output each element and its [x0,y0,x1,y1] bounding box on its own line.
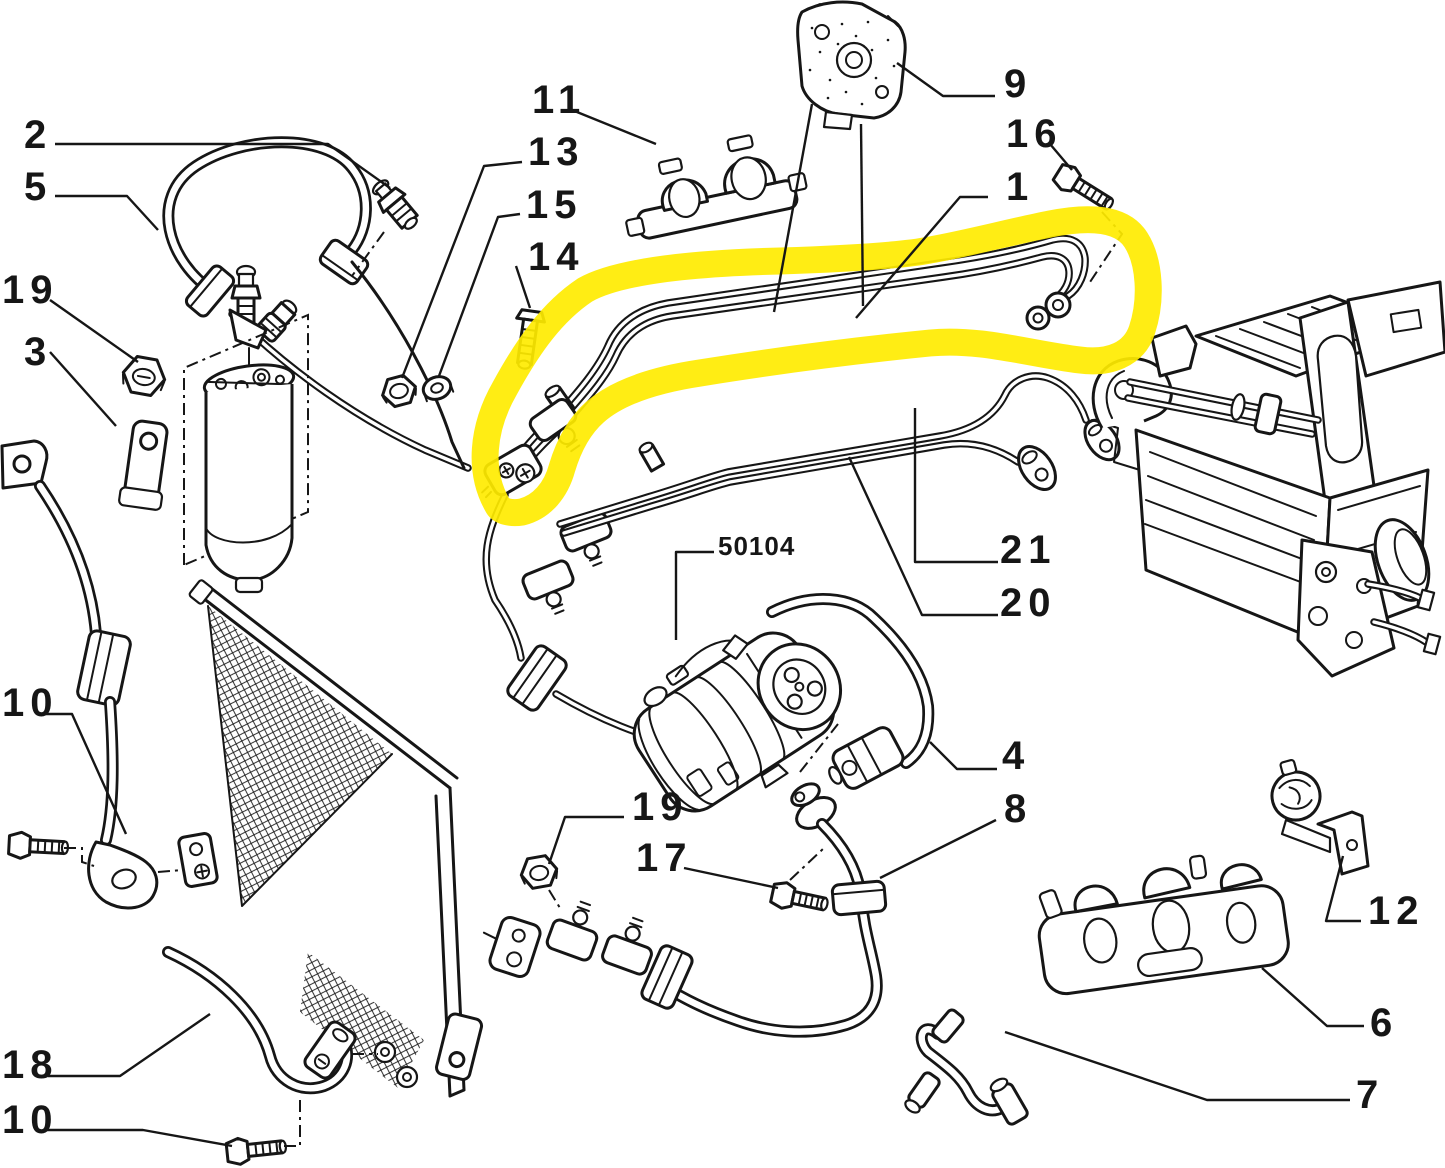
leader-13 [400,160,523,379]
valve-bracket-part12 [1270,758,1370,876]
part-label-11: 11 [532,78,586,122]
washer-15 [421,375,455,403]
drier-dashed-outline [183,313,309,567]
compressor-50104 [632,631,843,813]
part-label-19a: 19 [2,268,59,312]
leader-10b [46,1128,233,1148]
leader-19b [547,815,624,865]
leader-17 [683,866,779,890]
left-hose [34,480,183,910]
leader-16 [1049,143,1073,171]
u-hose-part18 [162,946,378,1095]
part-label-18: 18 [2,1043,59,1087]
highlight-marker-loop [471,206,1162,527]
leader-10a [46,712,128,835]
service-valves [228,264,298,376]
part-label-10a: 10 [2,681,59,725]
plate9-locating-line-a [772,103,814,313]
part-label-3: 3 [24,330,46,374]
leader-3 [49,351,117,427]
part-number-labels: 2 5 19 3 11 13 15 14 9 16 1 21 20 50104 … [2,62,1425,1142]
part-label-20: 20 [1000,581,1057,625]
leader-7 [1004,1030,1350,1102]
leader-4 [929,741,997,771]
part-label-13: 13 [528,130,585,174]
hose-part4 [766,593,935,790]
leader-15 [437,212,521,377]
part-label-2: 2 [24,113,46,157]
leader-20 [847,456,998,617]
leader-18 [48,1013,211,1078]
bolt-10-left [7,830,70,860]
leader-1 [855,195,988,319]
part-label-9: 9 [1004,62,1026,106]
leader-5 [55,194,159,231]
part-label-4: 4 [1002,734,1025,778]
valve-part2 [371,179,419,230]
part-label-14: 14 [528,235,585,279]
leader-6 [1261,967,1364,1028]
part-label-8: 8 [1004,787,1026,831]
part-label-7: 7 [1356,1073,1378,1117]
condenser [177,579,484,1098]
part-label-6: 6 [1370,1001,1392,1045]
nut-13 [381,373,417,409]
leader-12 [1324,855,1361,923]
part-label-17: 17 [636,836,693,880]
part-label-10b: 10 [2,1098,59,1142]
leader-2 [55,142,391,189]
leader-50104 [674,550,714,640]
bolt-17 [769,881,829,912]
pipe-bracket-part6 [1037,854,1290,996]
part-label-16: 16 [1006,112,1063,156]
leader-8 [879,818,997,880]
hose-part8 [482,782,888,1038]
leader-14 [514,265,532,309]
nut-19-top [121,355,167,397]
part-label-21: 21 [1000,528,1057,572]
left-edge-fitting [0,439,49,490]
part-label-12: 12 [1368,889,1425,933]
leader-21 [913,408,998,564]
pipe-clamp-lower-b [521,559,575,615]
nut-19-bottom [519,854,559,890]
leader-19a [49,299,139,363]
branch-pipe-part7 [904,1008,1029,1126]
leader-9 [896,62,995,98]
part-label-15: 15 [526,183,583,227]
receiver-drier [202,363,296,594]
part-label-19b: 19 [632,785,689,829]
leader-11 [571,108,657,146]
plate9-locating-line-b [859,123,865,307]
part-label-50104: 50104 [718,531,795,561]
bolt-16 [1051,163,1115,211]
part-label-1: 1 [1006,165,1028,209]
bolt-10-bottom [224,1136,287,1166]
heater-unit [1091,280,1445,678]
bracket-part3 [118,419,169,511]
gasket-plate-part9 [796,0,907,131]
leader-lines [46,62,1364,1148]
support-bracket-part11 [625,134,808,240]
part-label-5: 5 [24,165,46,209]
pipe-assembly-parts20-21 [556,372,1141,537]
